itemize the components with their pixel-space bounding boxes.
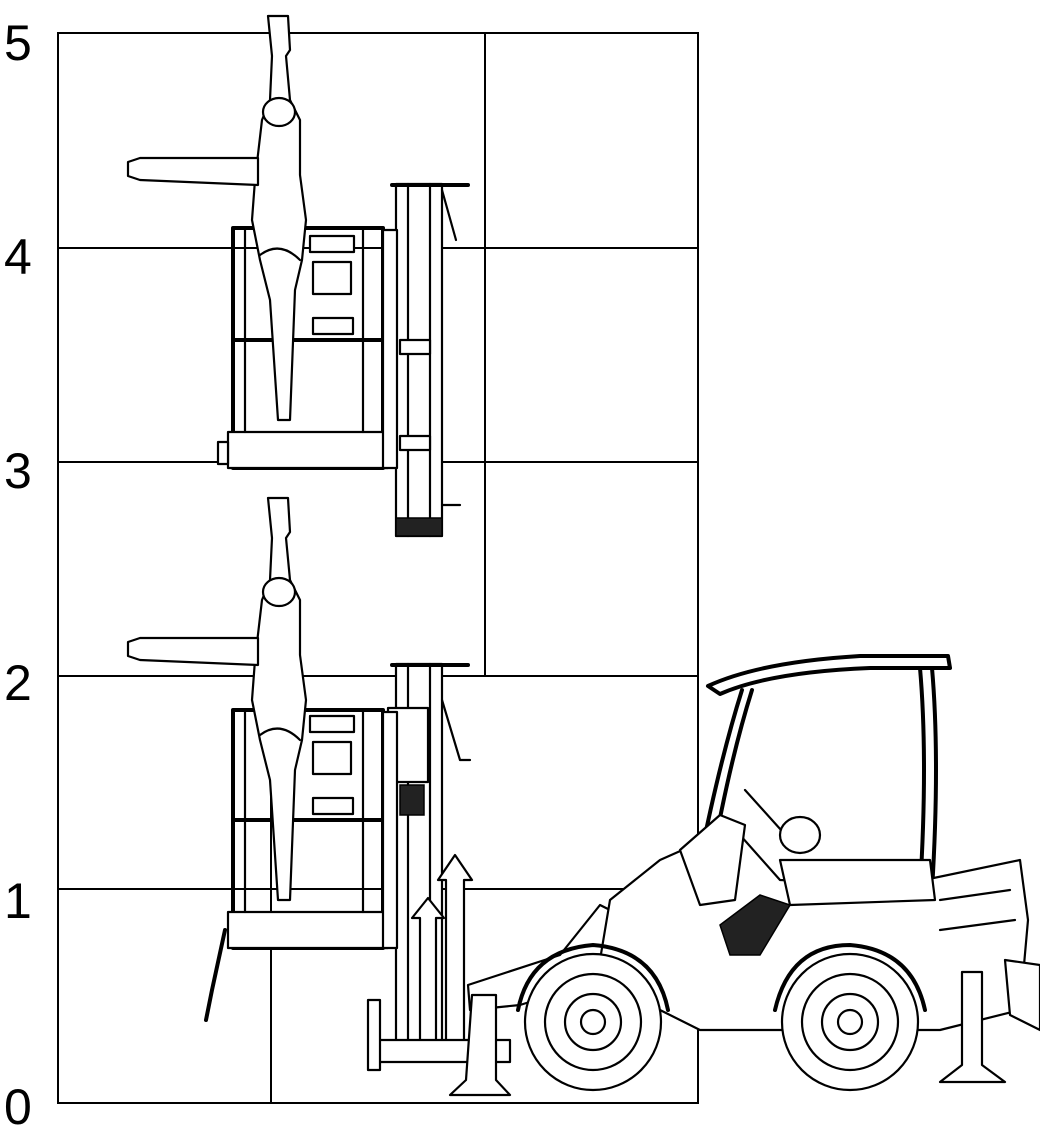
height-grid <box>57 32 699 1104</box>
rear-wheel <box>780 952 920 1092</box>
lower-person-icon <box>126 496 308 902</box>
upper-cage <box>216 226 399 470</box>
lower-cage <box>204 708 399 1022</box>
lower-platform <box>126 496 512 1072</box>
scale-label-3: 3 <box>4 443 32 499</box>
scale-label-1: 1 <box>4 873 32 929</box>
upper-person-icon <box>126 14 308 422</box>
scale-label-4: 4 <box>4 229 32 285</box>
upper-mast <box>390 182 470 538</box>
grid-frame <box>57 32 699 1104</box>
scale-label-0: 0 <box>4 1079 32 1126</box>
compact-wheel-loader-icon <box>448 654 1040 1097</box>
scale-label-5: 5 <box>4 15 32 71</box>
upper-platform <box>126 14 470 538</box>
front-wheel <box>523 952 663 1092</box>
height-scale: 0 1 2 3 4 5 <box>4 15 32 1126</box>
scale-label-2: 2 <box>4 655 32 711</box>
